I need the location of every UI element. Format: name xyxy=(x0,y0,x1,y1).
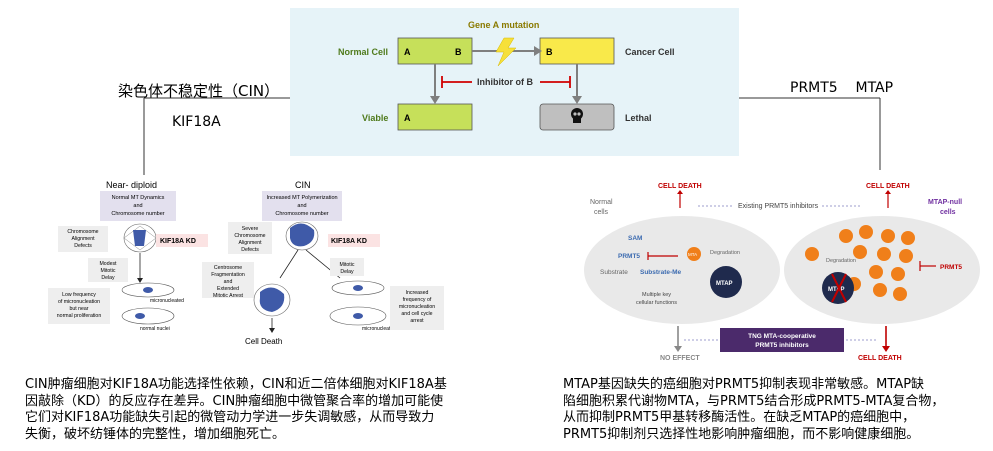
synthetic-lethality-panel: Gene A mutation Normal Cell Cancer Cell … xyxy=(290,8,739,156)
svg-text:Mitotic: Mitotic xyxy=(101,268,116,274)
svg-text:Normal: Normal xyxy=(590,199,613,206)
cin-box-l2: and xyxy=(297,203,306,209)
svg-text:cells: cells xyxy=(940,209,956,216)
cancer-cell-box xyxy=(539,37,615,65)
viable-box xyxy=(397,103,473,131)
cin-box-l1: Increased MT Polymerization xyxy=(266,195,337,201)
svg-text:Delay: Delay xyxy=(340,269,354,275)
normal-a: A xyxy=(404,47,411,57)
svg-text:Fragmentation: Fragmentation xyxy=(211,272,245,278)
cin-title: 染色体不稳定性（CIN） xyxy=(118,82,280,100)
svg-text:CELL DEATH: CELL DEATH xyxy=(858,355,902,362)
svg-text:normal nuclei: normal nuclei xyxy=(140,326,170,332)
svg-text:MTAP-null: MTAP-null xyxy=(928,199,962,206)
svg-text:Mitotic Arrest: Mitotic Arrest xyxy=(213,293,244,299)
svg-text:arrest: arrest xyxy=(410,318,424,324)
svg-text:MTAP: MTAP xyxy=(828,287,845,293)
svg-text:of micronucleation: of micronucleation xyxy=(58,299,100,305)
mtap-circle-left xyxy=(710,266,742,298)
normal-b: B xyxy=(455,47,462,57)
svg-text:normal proliferation: normal proliferation xyxy=(57,313,102,319)
mta-cluster xyxy=(805,225,915,301)
viable-a: A xyxy=(404,113,411,123)
svg-text:cellular functions: cellular functions xyxy=(636,300,677,306)
svg-text:micronucleated: micronucleated xyxy=(362,326,396,332)
cin-title-fig: CIN xyxy=(295,180,311,190)
inhibitor-label: Inhibitor of B xyxy=(477,77,533,87)
svg-text:and cell cycle: and cell cycle xyxy=(401,311,432,317)
prmt5-mtap-figure: CELL DEATH CELL DEATH Existing PRMT5 inh… xyxy=(584,183,980,362)
near-diploid-title: Near- diploid xyxy=(106,180,157,190)
cin-box-l3: Chromosome number xyxy=(275,211,328,217)
svg-text:MTAP: MTAP xyxy=(716,281,733,287)
kd1: KIF18A KD xyxy=(160,238,196,245)
right-caption: MTAP基因缺失的癌细胞对PRMT5抑制表现非常敏感。MTAP缺 陷细胞积累代谢… xyxy=(563,377,945,442)
svg-text:Mitotic: Mitotic xyxy=(340,262,355,268)
mta-left xyxy=(687,247,701,261)
svg-text:frequency of: frequency of xyxy=(403,297,432,303)
svg-text:Substrate: Substrate xyxy=(600,269,628,276)
svg-text:Delay: Delay xyxy=(101,275,115,281)
synthetic-lethality-diagram: Gene A mutation Normal Cell Cancer Cell … xyxy=(338,20,675,131)
normal-cell-label: Normal Cell xyxy=(338,47,388,57)
lightning-icon xyxy=(495,37,517,67)
svg-text:Low frequency: Low frequency xyxy=(62,292,96,298)
svg-text:cells: cells xyxy=(594,209,609,216)
svg-text:Alignment: Alignment xyxy=(238,240,262,246)
left-caption: CIN肿瘤细胞对KIF18A功能选择性依赖，CIN和近二倍体细胞对KIF18A基… xyxy=(25,377,447,442)
skull-icon xyxy=(571,108,583,123)
svg-text:SAM: SAM xyxy=(628,235,642,242)
near-box-l2: and xyxy=(133,203,142,209)
svg-text:Increased: Increased xyxy=(406,290,429,296)
near-box-l3: Chromosome number xyxy=(111,211,164,217)
svg-text:TNG MTA-cooperative: TNG MTA-cooperative xyxy=(748,333,816,340)
svg-text:Multiple key: Multiple key xyxy=(642,292,671,298)
arrested-cell xyxy=(253,283,291,317)
cell-death-top-left: CELL DEATH xyxy=(658,183,702,190)
svg-text:but near: but near xyxy=(69,306,88,312)
near-diploid-spindle xyxy=(123,223,157,253)
cin-spindle xyxy=(285,221,319,251)
kd2: KIF18A KD xyxy=(331,238,367,245)
svg-text:Centrosome: Centrosome xyxy=(214,265,242,271)
cancer-b: B xyxy=(546,47,553,57)
viable-label: Viable xyxy=(362,113,388,123)
normal-cell-box xyxy=(397,37,473,65)
near-box-l1: Normal MT Dynamics xyxy=(112,195,165,201)
svg-text:Defects: Defects xyxy=(241,247,259,253)
svg-text:micronucleation: micronucleation xyxy=(399,304,435,310)
svg-text:Severe: Severe xyxy=(242,226,259,232)
svg-text:Degradation: Degradation xyxy=(710,250,740,256)
svg-text:Defects: Defects xyxy=(74,243,92,249)
svg-text:and: and xyxy=(224,279,233,285)
gene-mutation-label: Gene A mutation xyxy=(468,20,539,30)
tng-box xyxy=(720,328,844,352)
svg-text:Degradation: Degradation xyxy=(826,258,856,264)
kif18a-figure: Near- diploid CIN Normal MT Dynamics and… xyxy=(48,180,444,346)
cancer-cell-label: Cancer Cell xyxy=(625,47,675,57)
daughter-cells-right xyxy=(329,280,387,326)
svg-text:PRMT5: PRMT5 xyxy=(618,253,640,260)
svg-text:MTA: MTA xyxy=(688,252,697,257)
prmt5-mtap-label: PRMT5 MTAP xyxy=(790,80,894,96)
svg-text:micronucleated: micronucleated xyxy=(150,298,184,304)
svg-text:Chromosome: Chromosome xyxy=(67,229,98,235)
svg-text:Alignment: Alignment xyxy=(71,236,95,242)
svg-text:PRMT5 inhibitors: PRMT5 inhibitors xyxy=(755,342,809,349)
kif18a-label: KIF18A xyxy=(172,114,221,130)
cell-death-left: Cell Death xyxy=(245,337,282,346)
svg-text:Modest: Modest xyxy=(99,261,117,267)
daughter-cells-left xyxy=(121,282,175,325)
existing-inhibitors: Existing PRMT5 inhibitors xyxy=(738,203,819,210)
lethal-label: Lethal xyxy=(625,113,652,123)
svg-text:PRMT5: PRMT5 xyxy=(940,264,962,271)
svg-text:Extended: Extended xyxy=(217,286,239,292)
svg-text:NO EFFECT: NO EFFECT xyxy=(660,355,700,362)
cell-death-top-right: CELL DEATH xyxy=(866,183,910,190)
svg-text:Substrate-Me: Substrate-Me xyxy=(640,269,682,276)
svg-text:Chromosome: Chromosome xyxy=(234,233,265,239)
